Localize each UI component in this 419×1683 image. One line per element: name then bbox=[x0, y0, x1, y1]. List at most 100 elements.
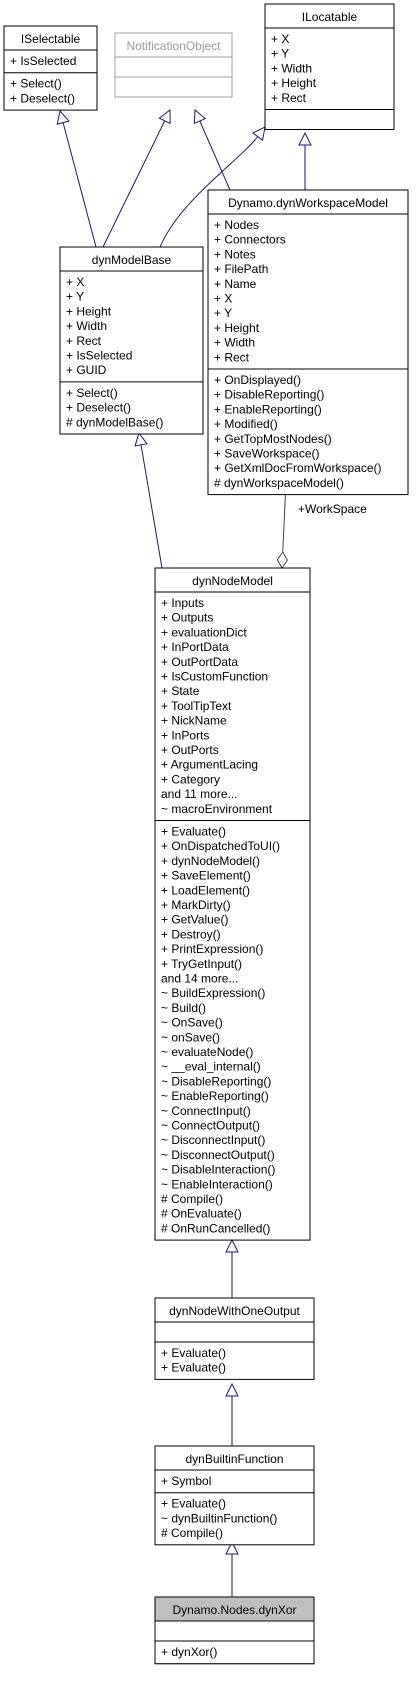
class-attribute: ~ macroEnvironment bbox=[161, 802, 273, 816]
class-method: ~ DisconnectInput() bbox=[161, 1133, 265, 1147]
class-method: + Deselect() bbox=[10, 91, 75, 105]
class-method: + Select() bbox=[66, 386, 118, 400]
class-attribute: + State bbox=[161, 684, 200, 698]
class-oneoutput[interactable]: dynNodeWithOneOutput + Evaluate()+ Evalua… bbox=[154, 1297, 315, 1380]
class-dynxor[interactable]: Dynamo.Nodes.dynXor + dynXor() bbox=[154, 1596, 315, 1665]
class-method: + Evaluate() bbox=[161, 1497, 226, 1511]
class-notification[interactable]: NotificationObject bbox=[114, 32, 233, 98]
class-title: Dynamo.Nodes.dynXor bbox=[172, 1603, 296, 1617]
class-method: # Compile() bbox=[161, 1526, 223, 1540]
class-method: + EnableReporting() bbox=[214, 402, 322, 416]
class-method: + dynNodeModel() bbox=[161, 854, 260, 868]
relation-dynxor-to-builtin bbox=[225, 1540, 239, 1597]
class-attribute: + Connectors bbox=[214, 233, 286, 247]
inheritance-arrowhead bbox=[134, 431, 148, 447]
class-attribute: + Symbol bbox=[161, 1474, 211, 1488]
class-nodemodel[interactable]: dynNodeModel+ Inputs+ Outputs+ evaluatio… bbox=[154, 567, 311, 1241]
class-method: # Compile() bbox=[161, 1192, 223, 1206]
class-attribute: + IsCustomFunction bbox=[161, 670, 268, 684]
relation-workspace-to-notification bbox=[193, 108, 231, 191]
class-attribute: + Width bbox=[271, 61, 312, 75]
class-builtin[interactable]: dynBuiltinFunction + Symbol + Evaluate()~ … bbox=[154, 1445, 315, 1546]
relation-workspace-to-ilocatable bbox=[298, 131, 312, 190]
inheritance-arrowhead bbox=[56, 109, 70, 125]
class-attribute: + Outputs bbox=[161, 611, 213, 625]
class-method: ~ DisableInteraction() bbox=[161, 1163, 275, 1177]
class-method: + OnDisplayed() bbox=[214, 373, 301, 387]
inheritance-arrowhead bbox=[193, 108, 207, 125]
class-attribute: + OutPorts bbox=[161, 743, 219, 757]
relation-modelbase-to-ilocatable bbox=[159, 126, 266, 248]
class-attribute: + X bbox=[66, 275, 84, 289]
class-body-fill bbox=[154, 1620, 315, 1665]
class-title: dynNodeWithOneOutput bbox=[169, 1304, 300, 1318]
class-method: # OnEvaluate() bbox=[161, 1207, 242, 1221]
class-attribute: + IsSelected bbox=[10, 54, 76, 68]
class-workspace[interactable]: Dynamo.dynWorkspaceModel + Nodes+ Connect… bbox=[207, 189, 409, 496]
class-attribute: + Y bbox=[271, 47, 289, 61]
class-title: dynBuiltinFunction bbox=[185, 1452, 283, 1466]
relationship-lines: +WorkSpace bbox=[56, 108, 367, 1597]
class-attribute: + X bbox=[271, 32, 289, 46]
class-box-frame bbox=[264, 3, 395, 130]
class-method: + MarkDirty() bbox=[161, 898, 231, 912]
class-attribute: + X bbox=[214, 292, 232, 306]
class-title: Dynamo.dynWorkspaceModel bbox=[228, 196, 388, 210]
class-method: ~ evaluateNode() bbox=[161, 1045, 253, 1059]
inheritance-arrowhead bbox=[225, 1238, 239, 1253]
class-box-frame bbox=[3, 25, 98, 111]
class-method: # dynModelBase() bbox=[66, 415, 163, 429]
association-label: +WorkSpace bbox=[298, 502, 367, 516]
class-method: + OnDispatchedToUI() bbox=[161, 839, 280, 853]
class-attribute: + evaluationDict bbox=[161, 625, 247, 639]
class-title: NotificationObject bbox=[126, 39, 221, 53]
class-attribute: + ArgumentLacing bbox=[161, 758, 258, 772]
class-method: + DisableReporting() bbox=[214, 388, 324, 402]
class-attribute: + Category bbox=[161, 772, 220, 786]
class-attribute: + GUID bbox=[66, 363, 107, 377]
class-method: + PrintExpression() bbox=[161, 942, 263, 956]
relation-modelbase-to-iselectable bbox=[56, 109, 97, 248]
class-attribute: + Rect bbox=[214, 350, 250, 364]
class-title: dynModelBase bbox=[92, 253, 172, 267]
class-method: # dynWorkspaceModel() bbox=[214, 476, 344, 490]
class-method: + Evaluate() bbox=[161, 1346, 226, 1360]
class-method: + Destroy() bbox=[161, 927, 221, 941]
inheritance-arrowhead bbox=[252, 126, 266, 142]
class-attribute: + Height bbox=[214, 321, 260, 335]
class-attribute: + InPorts bbox=[161, 728, 209, 742]
inheritance-line bbox=[159, 136, 259, 248]
class-box-frame bbox=[114, 32, 233, 98]
inheritance-line bbox=[199, 120, 231, 191]
class-method: ~ onSave() bbox=[161, 1030, 220, 1044]
class-method: ~ ConnectOutput() bbox=[161, 1119, 260, 1133]
class-method: ~ dynBuiltinFunction() bbox=[161, 1511, 277, 1525]
relation-oneoutput-to-nodemodel bbox=[225, 1238, 239, 1298]
class-method: + Evaluate() bbox=[161, 1361, 226, 1375]
class-method: ~ OnSave() bbox=[161, 1016, 223, 1030]
class-attribute: and 11 more... bbox=[161, 787, 238, 801]
class-box-frame bbox=[154, 1297, 315, 1380]
class-attribute: + Y bbox=[214, 306, 232, 320]
class-attribute: + Width bbox=[214, 336, 255, 350]
class-modelbase[interactable]: dynModelBase+ X+ Y+ Height+ Width+ Rect+… bbox=[59, 246, 204, 435]
class-iselectable[interactable]: ISelectable+ IsSelected+ Select()+ Desel… bbox=[3, 25, 98, 111]
class-method: + Evaluate() bbox=[161, 825, 226, 839]
class-method: + dynXor() bbox=[161, 1645, 217, 1659]
class-box-frame bbox=[59, 246, 204, 435]
aggregation-diamond bbox=[276, 551, 288, 569]
relation-modelbase-to-notification bbox=[102, 108, 171, 248]
class-attribute: + FilePath bbox=[214, 262, 268, 276]
class-method: + SaveElement() bbox=[161, 869, 251, 883]
class-attribute: + Height bbox=[66, 304, 112, 318]
class-attribute: + Nodes bbox=[214, 218, 259, 232]
class-method: ~ BuildExpression() bbox=[161, 986, 265, 1000]
class-method: + TryGetInput() bbox=[161, 957, 242, 971]
class-method: ~ ConnectInput() bbox=[161, 1104, 251, 1118]
class-method: ~ DisconnectOutput() bbox=[161, 1148, 275, 1162]
class-attribute: + Rect bbox=[66, 334, 102, 348]
class-ilocatable[interactable]: ILocatable+ X+ Y+ Width+ Height+ Rect bbox=[264, 3, 395, 130]
relation-nodemodel-to-modelbase bbox=[134, 431, 163, 569]
class-attribute: + Name bbox=[214, 277, 257, 291]
